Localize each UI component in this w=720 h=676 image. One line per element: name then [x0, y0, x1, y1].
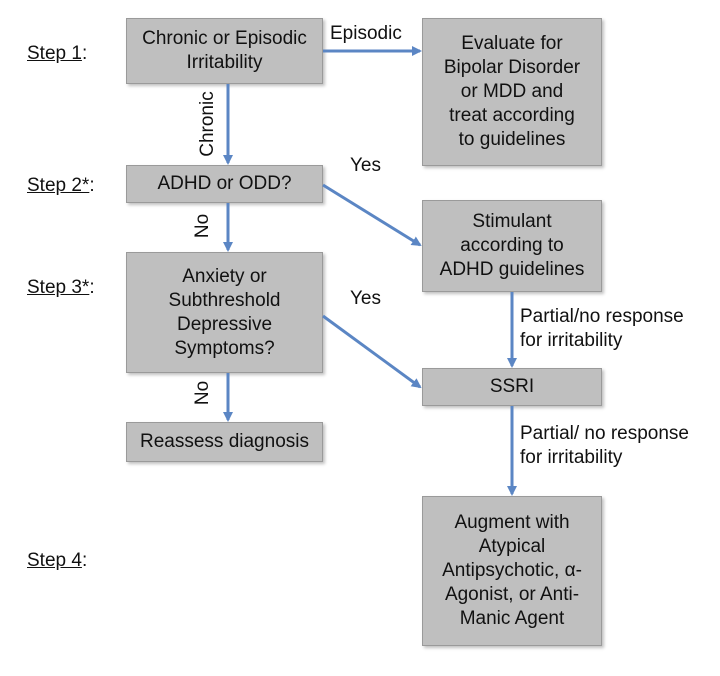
box-chronic-or-episodic-text: Chronic or Episodic Irritability [142, 28, 307, 73]
label-chronic: Chronic [197, 91, 218, 157]
label-partial-response-1: Partial/no response for irritability [520, 306, 684, 351]
box-evaluate-bipolar-mdd-text: Evaluate for Bipolar Disorder or MDD and… [443, 33, 581, 150]
step-1-colon: : [81, 43, 88, 64]
step-3-label: Step 3*: [27, 276, 95, 300]
step-1-text: Step 1 [27, 43, 82, 64]
box-stimulant-text: Stimulant according to ADHD guidelines [439, 211, 585, 280]
step-1-label: Step 1: [27, 42, 87, 66]
box-evaluate-bipolar-mdd: Evaluate for Bipolar Disorder or MDD and… [422, 18, 602, 166]
box-ssri-text: SSRI [489, 376, 535, 397]
label-episodic: Episodic [330, 23, 402, 44]
step-2-label: Step 2*: [27, 174, 95, 198]
step-2-text: Step 2* [27, 175, 90, 196]
box-ssri: SSRI [422, 368, 602, 406]
label-partial-response-2: Partial/ no response for irritability [520, 423, 689, 468]
box-anxiety-depressive-text: Anxiety or Subthreshold Depressive Sympt… [168, 265, 281, 359]
box-chronic-or-episodic: Chronic or Episodic Irritability [126, 18, 323, 84]
box-reassess-diagnosis-text: Reassess diagnosis [140, 431, 309, 452]
label-yes-adhd: Yes [350, 155, 381, 176]
arrow-adhd-yes [322, 183, 422, 247]
box-augment: Augment with Atypical Antipsychotic, α- … [422, 496, 602, 646]
label-yes-anxiety: Yes [350, 288, 381, 309]
step-4-text: Step 4 [27, 550, 82, 571]
box-augment-text: Augment with Atypical Antipsychotic, α- … [442, 512, 582, 629]
label-no-adhd: No [192, 213, 213, 239]
box-anxiety-depressive: Anxiety or Subthreshold Depressive Sympt… [126, 252, 323, 373]
step-3-colon: : [89, 277, 95, 298]
box-adhd-or-odd-text: ADHD or ODD? [157, 173, 292, 194]
box-adhd-or-odd: ADHD or ODD? [126, 165, 323, 203]
box-stimulant: Stimulant according to ADHD guidelines [422, 200, 602, 292]
step-4-colon: : [81, 550, 88, 571]
arrow-anxiety-yes [322, 314, 422, 389]
box-reassess-diagnosis: Reassess diagnosis [126, 422, 323, 462]
step-2-colon: : [89, 175, 95, 196]
step-4-label: Step 4: [27, 549, 87, 573]
step-3-text: Step 3* [27, 277, 90, 298]
label-no-anxiety: No [192, 380, 213, 406]
